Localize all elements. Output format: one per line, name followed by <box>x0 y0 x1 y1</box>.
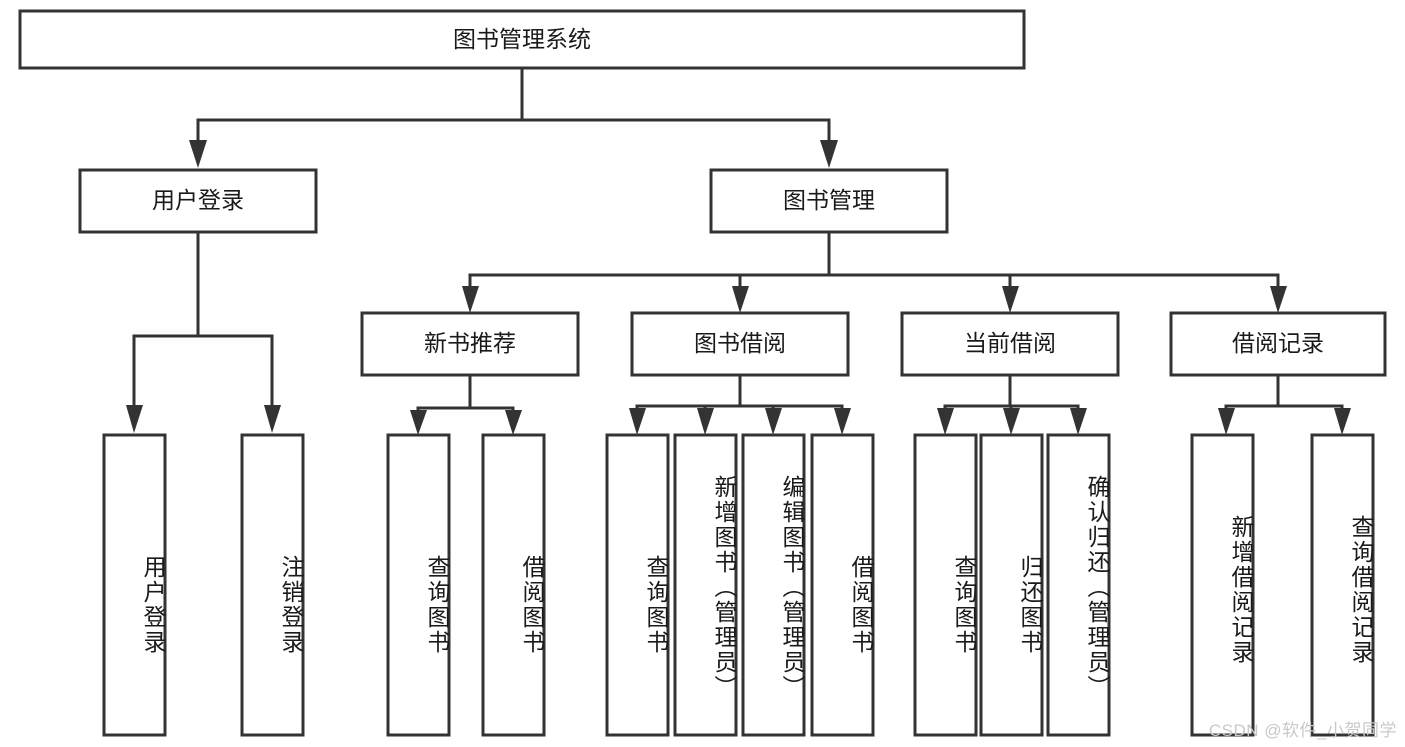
arrow-head-leaf-borrow-book-1 <box>505 410 522 435</box>
node-leaf-return-book-box[interactable] <box>979 433 1044 737</box>
connector-group-current-borrow <box>937 373 1087 435</box>
arrow-head-user-login <box>189 140 207 168</box>
node-leaf-add-book-box[interactable] <box>673 433 738 737</box>
arrow-head-leaf-query-book-1 <box>410 410 427 435</box>
node-new-book-recommend[interactable]: 新书推荐 <box>360 311 580 377</box>
connector-group-root <box>189 66 838 168</box>
arrow-head-leaf-user-login <box>126 405 143 433</box>
node-root-label: 图书管理系统 <box>453 26 591 52</box>
connector-group-book-borrow <box>629 373 851 435</box>
connector-group-book-management <box>462 230 1287 313</box>
node-book-borrow-label: 图书借阅 <box>694 330 786 356</box>
arrow-head-book-borrow <box>732 286 749 313</box>
node-leaf-confirm-return-box[interactable] <box>1046 433 1111 737</box>
node-user-login[interactable]: 用户登录 <box>78 168 318 234</box>
node-leaf-borrow-book-1-box[interactable] <box>481 433 546 737</box>
node-root[interactable]: 图书管理系统 <box>18 9 1026 70</box>
csdn-watermark: CSDN @软件_小贺同学 <box>1208 721 1397 740</box>
node-root-box[interactable] <box>18 9 1026 70</box>
node-leaf-logout-login-box[interactable] <box>240 433 305 737</box>
arrow-head-leaf-add-book <box>697 408 714 435</box>
node-borrow-record-box[interactable] <box>1169 311 1387 377</box>
arrow-head-borrow-record <box>1270 286 1287 313</box>
node-new-book-recommend-label: 新书推荐 <box>424 330 516 356</box>
arrow-head-leaf-query-record <box>1334 408 1351 435</box>
arrow-head-leaf-return-book <box>1003 408 1020 435</box>
node-leaf-edit-book-box[interactable] <box>741 433 806 737</box>
arrow-head-leaf-add-record <box>1218 408 1235 435</box>
arrow-head-leaf-edit-book <box>765 408 782 435</box>
node-book-management-label: 图书管理 <box>783 187 875 213</box>
node-current-borrow-box[interactable] <box>900 311 1120 377</box>
node-user-login-label: 用户登录 <box>152 187 244 213</box>
node-user-login-box[interactable] <box>78 168 318 234</box>
node-leaf-query-record-box[interactable] <box>1310 433 1375 737</box>
arrow-head-leaf-query-book-2 <box>629 408 646 435</box>
node-leaf-query-book-2-box[interactable] <box>605 433 670 737</box>
node-new-book-recommend-box[interactable] <box>360 311 580 377</box>
connector-group-borrow-record <box>1218 373 1351 435</box>
node-borrow-record[interactable]: 借阅记录 <box>1169 311 1387 377</box>
arrow-head-current-borrow <box>1002 286 1019 313</box>
node-leaf-query-book-3-box[interactable] <box>913 433 978 737</box>
node-leaf-add-record-box[interactable] <box>1190 433 1255 737</box>
arrow-head-leaf-borrow-book-2 <box>834 408 851 435</box>
arrow-head-leaf-query-book-3 <box>937 408 954 435</box>
arrow-head-leaf-logout-login <box>264 405 281 433</box>
node-leaf-user-login-box[interactable] <box>102 433 167 737</box>
node-leaf-query-book-1-box[interactable] <box>386 433 451 737</box>
connector-group-new-book-recommend <box>410 373 522 435</box>
arrow-head-book-management <box>820 140 838 168</box>
arrow-head-leaf-confirm-return <box>1070 408 1087 435</box>
node-book-management-box[interactable] <box>709 168 949 234</box>
node-borrow-record-label: 借阅记录 <box>1232 330 1324 356</box>
node-book-borrow-box[interactable] <box>630 311 850 377</box>
node-book-borrow[interactable]: 图书借阅 <box>630 311 850 377</box>
node-current-borrow[interactable]: 当前借阅 <box>900 311 1120 377</box>
node-book-management[interactable]: 图书管理 <box>709 168 949 234</box>
connector-group-user-login <box>126 230 281 433</box>
node-current-borrow-label: 当前借阅 <box>964 330 1056 356</box>
arrow-head-new-book-recommend <box>462 286 479 313</box>
node-leaf-borrow-book-2-box[interactable] <box>810 433 875 737</box>
